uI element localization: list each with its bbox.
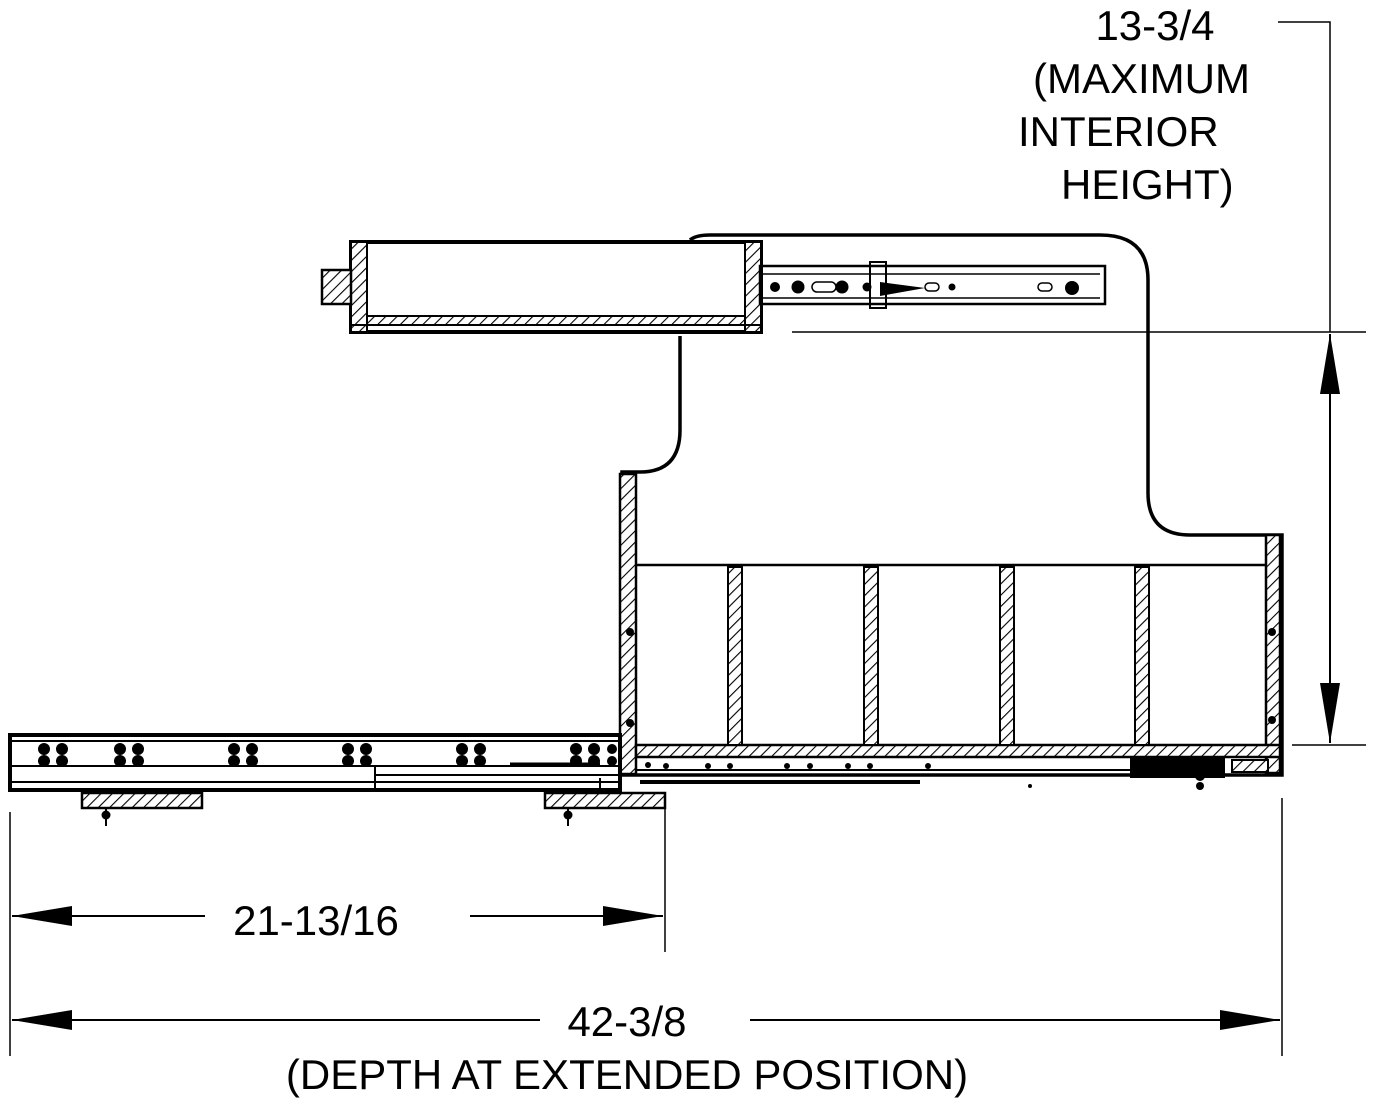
height-note-line-1: (MAXIMUM bbox=[1033, 55, 1250, 102]
extended-depth-dimension bbox=[12, 798, 1283, 1056]
cabinet-outline bbox=[620, 233, 1284, 777]
top-drawer bbox=[349, 240, 763, 334]
retracted-depth-label: 21-13/16 bbox=[233, 897, 399, 944]
drawer-handle bbox=[320, 268, 353, 306]
height-note-line-3: HEIGHT) bbox=[1061, 161, 1234, 208]
drawer-slide bbox=[758, 261, 1107, 309]
base-slide-rail bbox=[8, 733, 625, 792]
extended-depth-label: 42-3/8 bbox=[567, 998, 686, 1045]
lower-bin bbox=[618, 472, 1282, 790]
height-dimension bbox=[792, 21, 1366, 746]
height-value-label: 13-3/4 bbox=[1095, 2, 1214, 49]
extended-depth-note: (DEPTH AT EXTENDED POSITION) bbox=[286, 1051, 968, 1098]
height-note-line-2: INTERIOR bbox=[1018, 108, 1219, 155]
retracted-depth-dimension bbox=[9, 800, 666, 1056]
mounting-blocks bbox=[80, 791, 667, 826]
